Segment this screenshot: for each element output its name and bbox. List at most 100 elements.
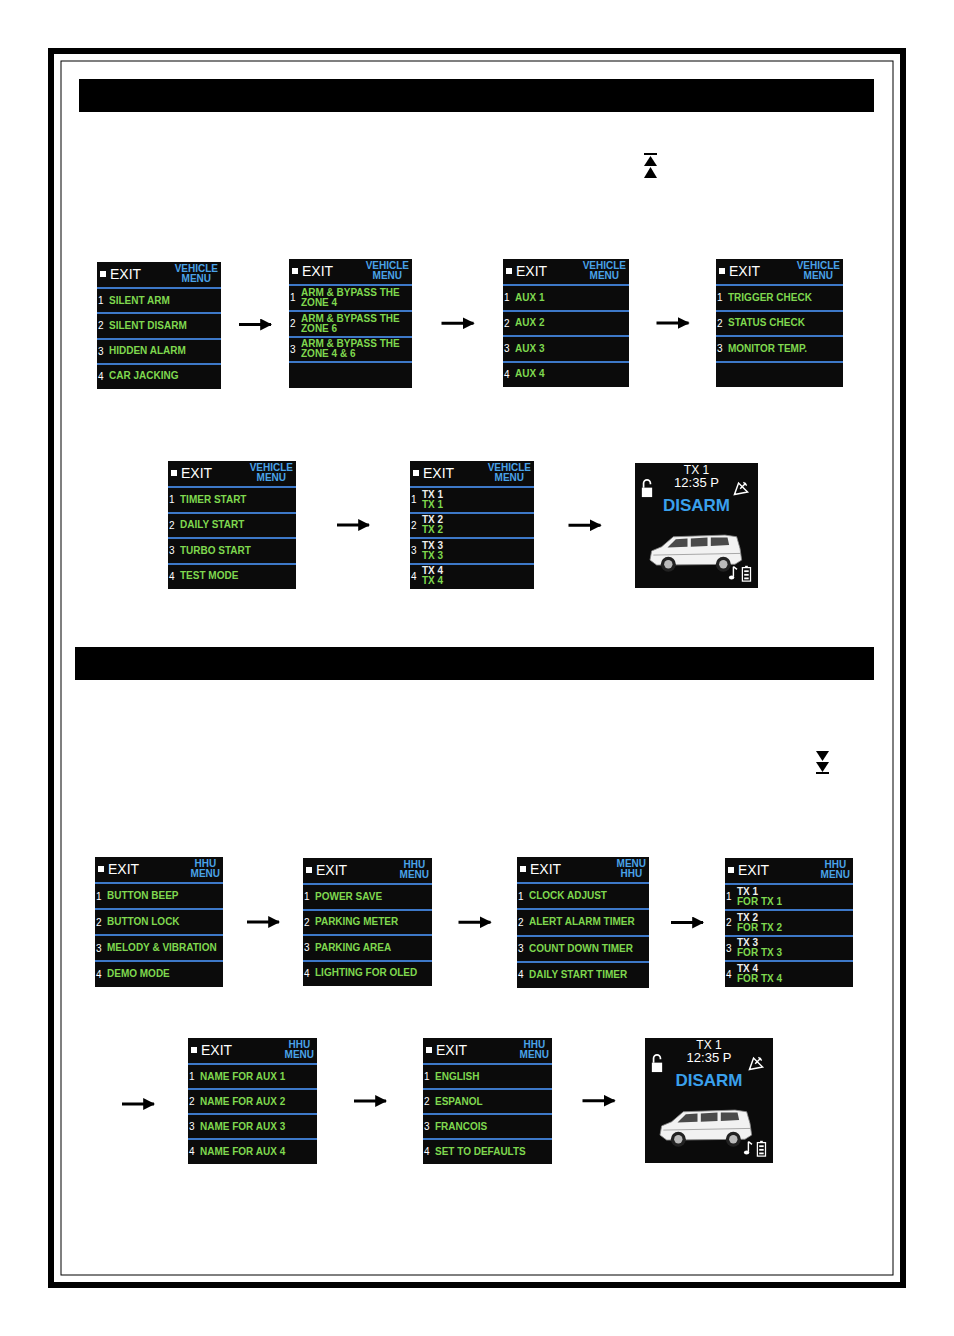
exit-label: EXIT: [302, 263, 333, 279]
item-number: 4: [503, 369, 515, 380]
menu-row: 4DAILY START TIMER: [517, 961, 649, 987]
menu-item: FRANCOIS: [435, 1122, 552, 1132]
item-text-column: SILENT ARM: [109, 296, 221, 306]
exit-label: EXIT: [181, 465, 212, 481]
item-number: 1: [410, 494, 422, 505]
menu-screen: EXITMENU HHU1CLOCK ADJUST2ALERT ALARM TI…: [517, 857, 649, 988]
item-text-column: TX 2FOR TX 2: [737, 913, 853, 933]
item-text-column: DAILY START: [180, 520, 296, 530]
item-text-column: TEST MODE: [180, 571, 296, 581]
menu-screen: EXITVEHICLE MENU1TX 1TX 12TX 2TX 23TX 3T…: [410, 461, 534, 589]
item-number: 4: [188, 1146, 200, 1157]
menu-item: TIMER START: [180, 495, 296, 505]
item-number: 1: [725, 891, 737, 902]
menu-item: BUTTON LOCK: [107, 917, 223, 927]
menu-title: VEHICLE MENU: [488, 463, 531, 483]
item-number: 4: [303, 968, 315, 979]
menu-item: ARM & BYPASS THE ZONE 6: [301, 314, 412, 334]
menu-item: DEMO MODE: [107, 969, 223, 979]
item-text-column: COUNT DOWN TIMER: [529, 944, 649, 954]
item-number: 4: [410, 571, 422, 582]
section-bar: [79, 79, 874, 112]
menu-row: 4LIGHTING FOR OLED: [303, 960, 432, 986]
item-text-column: TX 3FOR TX 3: [737, 938, 853, 958]
screen-header: EXITVEHICLE MENU: [503, 259, 629, 284]
item-number: 1: [289, 292, 301, 303]
item-text-column: ALERT ALARM TIMER: [529, 917, 649, 927]
item-number: 3: [303, 942, 315, 953]
item-text-column: ARM & BYPASS THE ZONE 4 & 6: [301, 339, 412, 359]
item-text-column: TX 4FOR TX 4: [737, 964, 853, 984]
item-text-column: NAME FOR AUX 1: [200, 1072, 317, 1082]
menu-screen: EXITVEHICLE MENU1TRIGGER CHECK2STATUS CH…: [716, 259, 843, 387]
screen-header: EXIT HHU MENU: [303, 858, 432, 883]
menu-title: VEHICLE MENU: [366, 261, 409, 281]
menu-row: 3NAME FOR AUX 3: [188, 1113, 317, 1138]
exit-label: EXIT: [201, 1042, 232, 1058]
item-text-column: DEMO MODE: [107, 969, 223, 979]
menu-item: TX 2: [737, 913, 853, 923]
menu-rows: 1BUTTON BEEP2BUTTON LOCK3MELODY & VIBRAT…: [95, 882, 223, 986]
inner-border: [61, 61, 893, 1275]
bullet-square: [191, 1047, 197, 1053]
lock-icon: [641, 479, 653, 502]
menu-item: TX 3: [422, 551, 534, 561]
menu-row: 4DEMO MODE: [95, 960, 223, 986]
item-number: 1: [503, 292, 515, 303]
item-number: 2: [517, 917, 529, 928]
menu-row: 2STATUS CHECK: [716, 310, 843, 336]
item-text-column: NAME FOR AUX 4: [200, 1147, 317, 1157]
exit-label: EXIT: [729, 263, 760, 279]
menu-row: 1AUX 1: [503, 284, 629, 310]
menu-item: TX 2: [422, 525, 534, 535]
item-number: 1: [716, 292, 728, 303]
menu-rows: 1CLOCK ADJUST2ALERT ALARM TIMER3COUNT DO…: [517, 882, 649, 987]
menu-item: LIGHTING FOR OLED: [315, 968, 432, 978]
menu-title: MENU HHU: [617, 859, 646, 879]
menu-rows: 1ENGLISH2ESPANOL3FRANCOIS4SET TO DEFAULT…: [423, 1063, 552, 1163]
menu-rows: 1POWER SAVE2PARKING METER3PARKING AREA4L…: [303, 883, 432, 985]
menu-title: HHU MENU: [400, 860, 429, 880]
item-text-column: SILENT DISARM: [109, 321, 221, 331]
item-text-column: AUX 2: [515, 318, 629, 328]
status-text: DISARM: [645, 1072, 773, 1090]
menu-item: FOR TX 1: [737, 897, 853, 907]
menu-item: TRIGGER CHECK: [728, 293, 843, 303]
menu-row: 2BUTTON LOCK: [95, 908, 223, 934]
menu-row: 3PARKING AREA: [303, 934, 432, 960]
menu-row: 4TX 4FOR TX 4: [725, 960, 853, 986]
menu-item: MELODY & VIBRATION: [107, 943, 223, 953]
menu-item: TEST MODE: [180, 571, 296, 581]
menu-row: [289, 361, 412, 387]
item-number: 3: [289, 344, 301, 355]
menu-row: 2DAILY START: [168, 512, 296, 538]
menu-item: ENGLISH: [435, 1072, 552, 1082]
scroll-down-icon: [816, 751, 829, 774]
item-number: 4: [97, 371, 109, 382]
menu-rows: 1AUX 12AUX 23AUX 34AUX 4: [503, 284, 629, 386]
item-text-column: MELODY & VIBRATION: [107, 943, 223, 953]
item-number: 1: [188, 1071, 200, 1082]
item-text-column: TX 3TX 3: [422, 541, 534, 561]
item-text-column: TRIGGER CHECK: [728, 293, 843, 303]
flow-arrow: [337, 524, 369, 527]
bullet-square: [171, 470, 177, 476]
exit-label: EXIT: [110, 266, 141, 282]
item-number: 1: [423, 1071, 435, 1082]
menu-screen: EXITHHU MENU1ENGLISH2ESPANOL3FRANCOIS4SE…: [423, 1038, 552, 1164]
menu-item: TX 1: [422, 490, 534, 500]
item-number: 2: [289, 318, 301, 329]
menu-item: SET TO DEFAULTS: [435, 1147, 552, 1157]
menu-rows: 1SILENT ARM2SILENT DISARM3HIDDEN ALARM4C…: [97, 287, 221, 388]
bullet-square: [100, 271, 106, 277]
menu-row: 3COUNT DOWN TIMER: [517, 935, 649, 961]
flow-arrow: [459, 921, 491, 924]
item-text-column: TIMER START: [180, 495, 296, 505]
exit-label: EXIT: [316, 862, 347, 878]
menu-item: TX 3: [422, 541, 534, 551]
exit-label: EXIT: [738, 862, 769, 878]
menu-item: NAME FOR AUX 1: [200, 1072, 317, 1082]
menu-row: 4NAME FOR AUX 4: [188, 1138, 317, 1163]
item-text-column: HIDDEN ALARM: [109, 346, 221, 356]
menu-screen: EXITHHU MENU1POWER SAVE2PARKING METER3PA…: [303, 858, 432, 986]
